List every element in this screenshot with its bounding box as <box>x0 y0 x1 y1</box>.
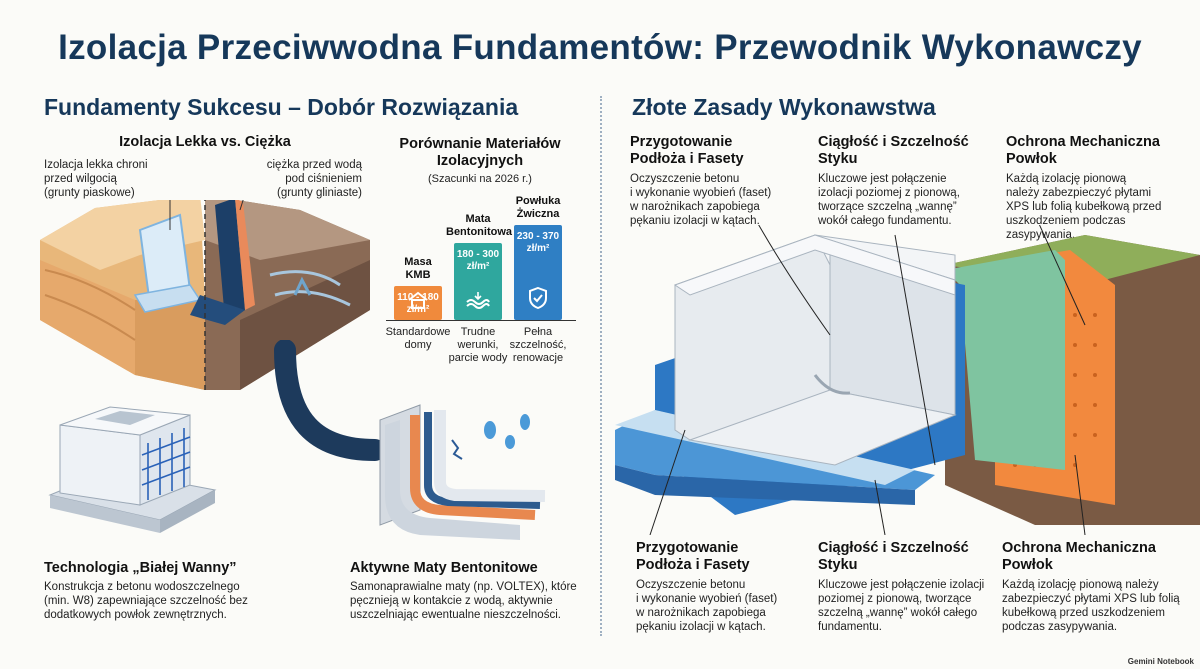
white-tank-block-illustration <box>48 406 217 533</box>
left-section-title: Fundamenty Sukcesu – Dobór Rozwiązania <box>44 94 519 120</box>
connector-pipe-illustration <box>274 340 385 461</box>
light-insulation-desc: Izolacja lekka chroni przed wilgocią (gr… <box>44 159 148 199</box>
house-icon <box>394 291 442 314</box>
watermark: Gemini Notebook <box>1127 657 1194 666</box>
shield-check-icon <box>514 286 562 314</box>
water-icon <box>454 291 502 314</box>
bentonite-desc: Samonaprawialne maty (np. VOLTEX), które… <box>350 581 577 621</box>
right-section-title: Złote Zasady Wykonawstwa <box>632 94 936 120</box>
bentonite-mat-illustration <box>379 404 546 540</box>
section-divider <box>600 96 602 636</box>
light-vs-heavy-title: Izolacja Lekka vs. Ciężka <box>119 134 291 150</box>
white-tank-desc: Konstrukcja z betonu wodoszczelnego (min… <box>44 581 248 621</box>
bentonite-title: Aktywne Maty Bentonitowe <box>350 560 538 576</box>
chart-baseline <box>386 320 576 321</box>
soil-cross-section-illustration <box>40 200 370 390</box>
comparison-subtitle: (Szacunki na 2026 r.) <box>428 173 532 185</box>
white-tank-title: Technologia „Białej Wanny” <box>44 560 237 576</box>
foundation-tank-illustration <box>615 225 1200 535</box>
main-title: Izolacja Przeciwwodna Fundamentów: Przew… <box>58 28 1142 67</box>
heavy-insulation-desc: ciężka przed wodą pod ciśnieniem (grunty… <box>266 159 362 199</box>
comparison-title: Porównanie Materiałów Izolacyjnych <box>399 136 561 169</box>
